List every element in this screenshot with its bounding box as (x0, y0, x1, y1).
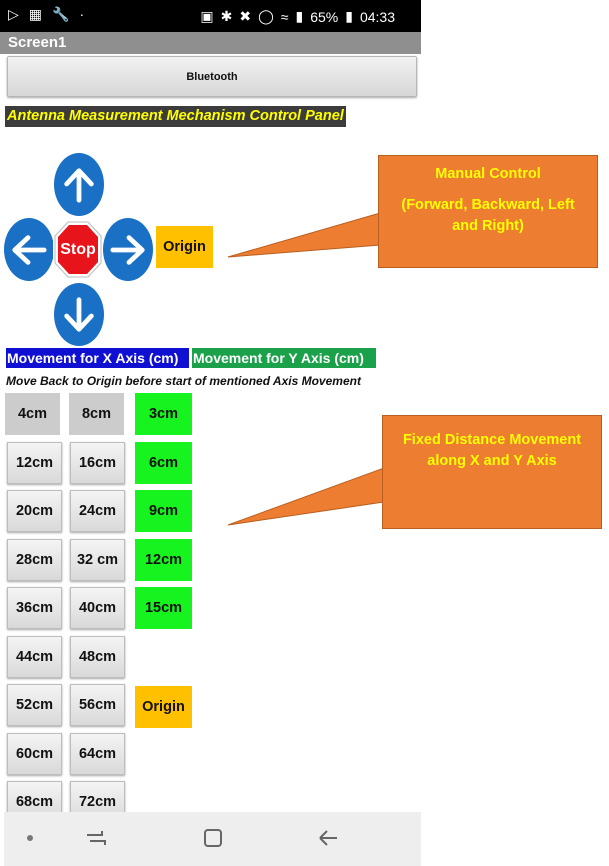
y-axis-label: Movement for Y Axis (cm) (192, 348, 376, 368)
recent-apps-icon[interactable] (84, 827, 108, 849)
forward-button[interactable] (54, 153, 104, 216)
signal-icon: ▮ (295, 8, 304, 24)
arrow-right-icon (110, 234, 145, 265)
clock: 04:33 (359, 8, 395, 25)
gallery-icon: ▦ (28, 6, 43, 22)
x-button-28cm[interactable]: 28cm (7, 539, 62, 581)
y-button-12cm[interactable]: 12cm (135, 539, 192, 581)
x-button-48cm[interactable]: 48cm (70, 636, 125, 678)
bluetooth-icon: ✱ (220, 8, 233, 24)
manual-callout-detail: (Forward, Backward, Left and Right) (401, 197, 575, 235)
fixed-callout-text: Fixed Distance Movement along X and Y Ax… (402, 432, 582, 470)
dot-icon[interactable] (27, 835, 33, 841)
arrow-up-icon (64, 167, 94, 203)
panel-title: Antenna Measurement Mechanism Control Pa… (5, 106, 346, 127)
mute-icon: ✖ (239, 8, 252, 24)
screen-title: Screen1 (0, 32, 421, 54)
y-button-3cm[interactable]: 3cm (135, 393, 192, 435)
y-button-6cm[interactable]: 6cm (135, 442, 192, 484)
wrench-icon: 🔧 (52, 6, 70, 22)
nfc-icon: ▣ (200, 8, 214, 24)
x-button-56cm[interactable]: 56cm (70, 684, 125, 726)
x-button-44cm[interactable]: 44cm (7, 636, 62, 678)
x-button-20cm[interactable]: 20cm (7, 490, 62, 532)
arrow-left-icon (12, 234, 47, 265)
x-button-24cm[interactable]: 24cm (70, 490, 125, 532)
x-button-4cm[interactable]: 4cm (5, 393, 60, 435)
x-button-32cm[interactable]: 32 cm (70, 539, 125, 581)
x-button-52cm[interactable]: 52cm (7, 684, 62, 726)
battery-icon: ▮ (345, 8, 353, 24)
manual-callout-title: Manual Control (435, 166, 541, 182)
x-button-12cm[interactable]: 12cm (7, 442, 62, 484)
right-button[interactable] (103, 218, 153, 281)
y-button-15cm[interactable]: 15cm (135, 587, 192, 629)
x-button-8cm[interactable]: 8cm (69, 393, 124, 435)
x-button-40cm[interactable]: 40cm (70, 587, 125, 629)
alarm-icon: ◯ (258, 8, 274, 24)
x-axis-label: Movement for X Axis (cm) (6, 348, 189, 368)
manual-control-callout: Manual Control (Forward, Backward, Left … (378, 155, 598, 268)
left-button[interactable] (4, 218, 54, 281)
backward-button[interactable] (54, 283, 104, 346)
arrow-down-icon (64, 296, 94, 332)
y-origin-button[interactable]: Origin (135, 686, 192, 728)
navigation-bar (4, 812, 421, 866)
x-button-60cm[interactable]: 60cm (7, 733, 62, 775)
fixed-distance-callout: Fixed Distance Movement along X and Y Ax… (382, 415, 602, 529)
status-right-icons: ▣ ✱ ✖ ◯ ≈ ▮ 65% ▮ 04:33 (200, 8, 395, 25)
wifi-icon: ≈ (280, 8, 289, 25)
x-button-16cm[interactable]: 16cm (70, 442, 125, 484)
origin-note: Move Back to Origin before start of ment… (6, 374, 361, 388)
origin-button[interactable]: Origin (156, 226, 213, 268)
stop-button[interactable]: Stop (53, 218, 103, 281)
dot-icon: · (79, 6, 85, 22)
home-icon[interactable] (202, 827, 224, 849)
phone-screen: ▷ ▦ 🔧 · ▣ ✱ ✖ ◯ ≈ ▮ 65% ▮ 04:33 Screen1 … (0, 0, 421, 866)
stop-sign-icon (54, 221, 102, 278)
back-icon[interactable] (317, 827, 339, 849)
x-button-36cm[interactable]: 36cm (7, 587, 62, 629)
stop-label: Stop (60, 240, 96, 258)
y-button-9cm[interactable]: 9cm (135, 490, 192, 532)
play-store-icon: ▷ (8, 6, 19, 22)
status-bar: ▷ ▦ 🔧 · ▣ ✱ ✖ ◯ ≈ ▮ 65% ▮ 04:33 (0, 0, 421, 32)
bluetooth-button[interactable]: Bluetooth (7, 56, 417, 97)
battery-percent: 65% (310, 8, 339, 25)
status-left-icons: ▷ ▦ 🔧 · (8, 6, 84, 23)
x-button-64cm[interactable]: 64cm (70, 733, 125, 775)
